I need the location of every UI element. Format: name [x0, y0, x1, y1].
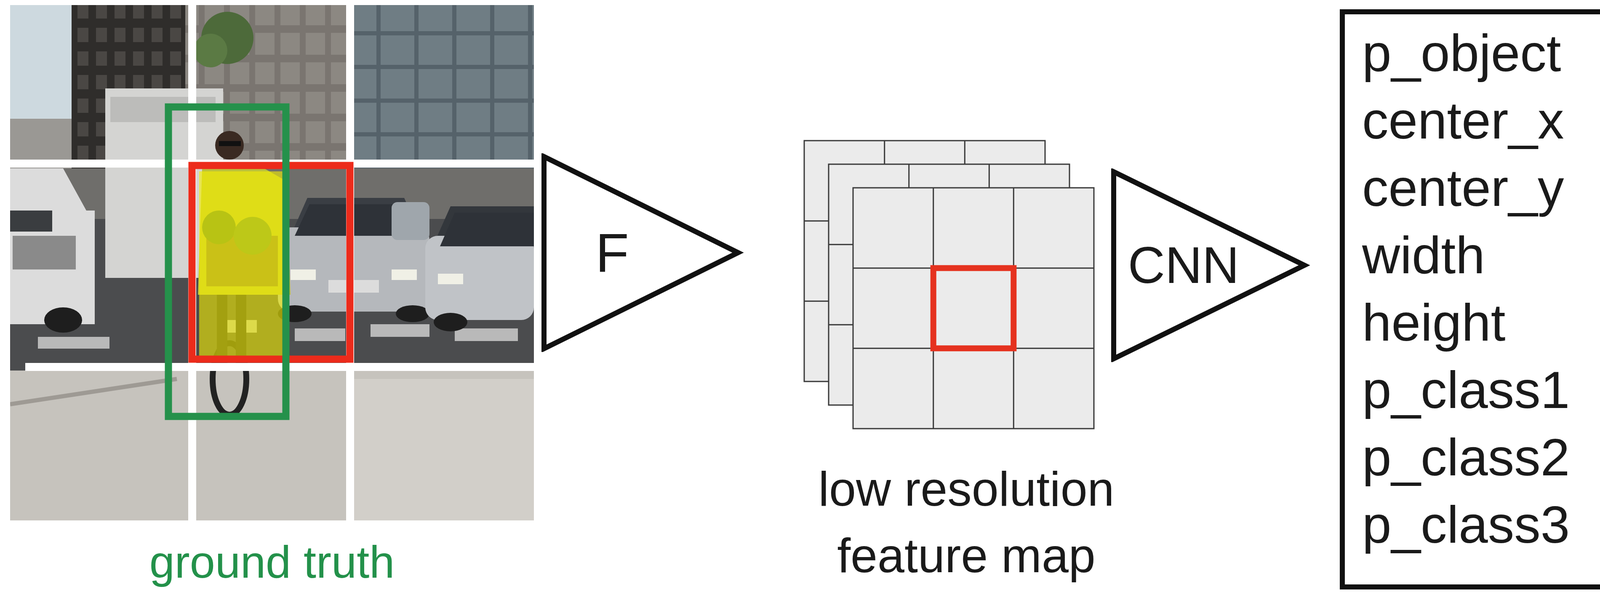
cyclist	[197, 130, 291, 415]
output-field: center_y	[1362, 154, 1600, 222]
street-photo-part	[437, 273, 464, 285]
cyclist-part	[215, 130, 244, 160]
network-triangle: F	[540, 153, 745, 352]
output-field: height	[1362, 288, 1600, 357]
grid-lines	[10, 5, 534, 521]
triangle-outline	[1113, 171, 1305, 359]
street-photo-part	[290, 269, 316, 280]
street-photo-part	[10, 210, 53, 232]
street-photo-part	[349, 5, 534, 182]
feature-map-caption: low resolution feature map	[776, 455, 1156, 589]
street-photo-part	[294, 328, 346, 342]
street-photo-part	[10, 370, 534, 521]
street-photo-part	[349, 5, 534, 182]
output-field: p_class3	[1362, 490, 1600, 559]
feature-map-stack-part	[853, 187, 1094, 429]
street-photo-part	[454, 328, 518, 342]
street-photo-part	[44, 307, 83, 333]
output-field: center_x	[1362, 86, 1600, 155]
selected-cell	[933, 268, 1014, 349]
image-caption: ground truth	[82, 535, 462, 590]
triangle-outline	[544, 156, 739, 349]
cyclist-part	[218, 141, 241, 147]
grid-lines-part	[25, 362, 534, 371]
output-field: width	[1362, 221, 1600, 289]
triangle-outline	[540, 153, 745, 352]
street-photo-part	[10, 378, 177, 405]
street-photo-part	[10, 5, 534, 521]
street-photo-part	[433, 312, 468, 332]
street-photo-part	[370, 324, 430, 337]
detection-boxes-part	[199, 171, 286, 360]
output-vector-box: p_objectcenter_xcenter_ywidthheightp_cla…	[1339, 9, 1600, 590]
network-name: F	[595, 225, 629, 280]
output-field: p_class1	[1362, 356, 1600, 424]
detection-boxes-part	[192, 165, 350, 360]
street-photo-part	[10, 168, 95, 325]
street-photo	[10, 5, 534, 521]
output-field: p_class2	[1362, 423, 1600, 491]
street-photo-part	[353, 378, 534, 521]
street-photo-part	[391, 269, 417, 280]
street-photo-part	[391, 202, 430, 240]
street-photo-part	[395, 305, 430, 323]
network-triangle: CNN	[1110, 168, 1312, 363]
detection-boxes-part	[168, 106, 286, 417]
street-photo-part	[37, 336, 110, 349]
street-photo-part	[440, 212, 534, 247]
feature-map-stack	[804, 140, 1094, 429]
street-photo-part	[12, 235, 76, 270]
street-photo-part	[425, 235, 534, 320]
street-photo-part	[193, 33, 228, 68]
output-field: p_object	[1362, 19, 1600, 87]
network-name: CNN	[1128, 239, 1240, 291]
detection-boxes	[168, 106, 350, 417]
